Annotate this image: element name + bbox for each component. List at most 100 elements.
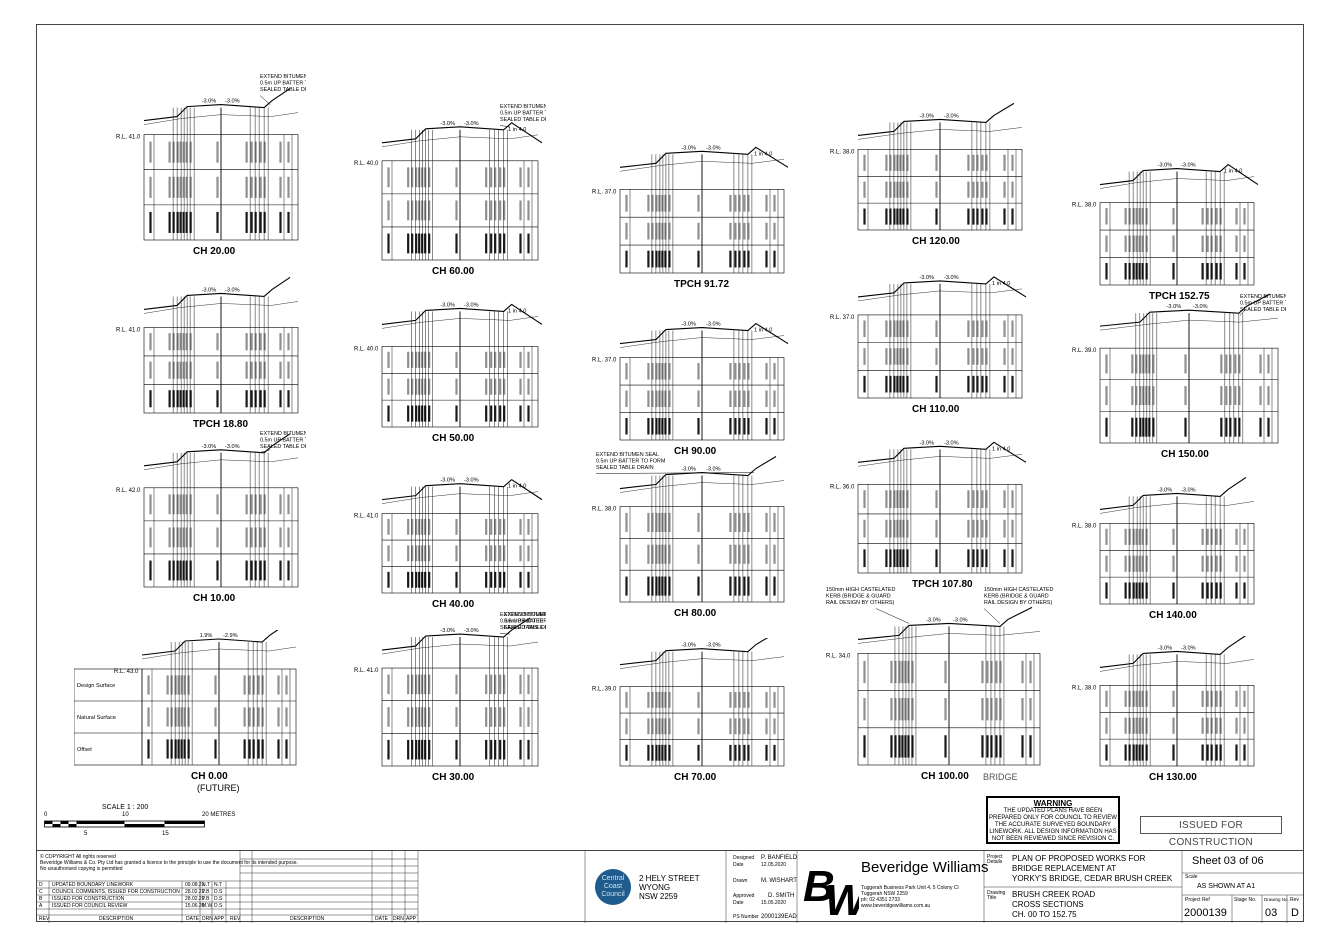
title-block-grid <box>37 851 1304 923</box>
rl-label: R.L. 40.0 <box>354 346 379 352</box>
section-drawing: R.L. 38.0-3.0%-3.0%EXTEND BITUMEN SEAL0.… <box>592 452 785 603</box>
section-title: CH 60.00 <box>432 266 475 277</box>
grade-right: -3.0% <box>225 99 240 105</box>
section-drawing: R.L. 41.0-3.0%-3.0%EXTEND BITUMEN SEAL0.… <box>354 612 574 767</box>
rl-label: R.L. 38.0 <box>1072 203 1097 209</box>
scale-tick-20: 20 METRES <box>202 812 236 818</box>
note-line: EXTEND BITUMEN SEAL <box>260 431 306 437</box>
grade-right: -3.0% <box>464 302 479 308</box>
rev-label: Rev <box>1290 897 1299 903</box>
approved-value: D. SMITH <box>768 893 795 899</box>
sheet-number: Sheet 03 of 06 <box>1192 855 1264 867</box>
council-logo-text: Central Coast Council <box>601 875 625 898</box>
note-line: SEALED TABLE DRAIN <box>260 87 306 93</box>
rl-label: R.L. 38.0 <box>592 507 617 513</box>
grade-left: -3.0% <box>202 99 217 105</box>
grade-right: -3.0% <box>464 121 479 127</box>
section-title: CH 10.00 <box>193 593 236 604</box>
client-address-2: WYONG <box>639 883 671 892</box>
section-drawing: R.L. 36.0-3.0%-3.0%1 in 4.0 <box>830 440 1027 574</box>
drn-header-2: DRN <box>393 916 404 922</box>
drawn-label: Drawn <box>733 878 748 884</box>
svg-text:B: B <box>803 862 835 911</box>
section-title: CH 50.00 <box>432 433 475 444</box>
section-title: CH 150.00 <box>1161 449 1209 460</box>
note-line: KERB (BRIDGE & GUARD <box>826 594 891 600</box>
copyright-line3: No unauthorised copying is permitted <box>40 866 123 872</box>
warning-box: WARNING THE UPDATED PLANS HAVE BEEN PREP… <box>986 796 1120 844</box>
grade-batter: 1 in 4.0 <box>508 484 526 490</box>
scale-tick-10: 10 <box>122 812 129 818</box>
note-line: 0.5m UP BATTER TO FORM <box>500 111 546 117</box>
section-ch70: R.L. 39.0-3.0%-3.0%CH 70.00 <box>592 632 792 788</box>
grade-left: 1.9% <box>200 633 213 639</box>
client-address-3: NSW 2259 <box>639 892 678 901</box>
grade-batter: 1 in 4.0 <box>508 127 526 133</box>
rl-label: R.L. 37.0 <box>592 358 617 364</box>
scale-tick-0: 0 <box>44 812 48 818</box>
note-line: EXTEND BITUMEN SEAL <box>1240 294 1286 300</box>
note-line: 0.5m UP BATTER TO FORM <box>260 81 306 87</box>
scale-tick-5: 5 <box>84 831 88 837</box>
rl-label: R.L. 37.0 <box>830 315 855 321</box>
rl-label: R.L. 41.0 <box>354 514 379 520</box>
revision-desc: COUNCIL COMMENTS, ISSUED FOR CONSTRUCTIO… <box>52 889 180 895</box>
section-title: CH 140.00 <box>1149 610 1197 621</box>
firm-address-2: Tuggerah NSW 2259 <box>861 891 908 897</box>
section-drawing: R.L. 42.0-3.0%-3.0%EXTEND BITUMEN SEAL0.… <box>116 431 330 588</box>
grade-left: -3.0% <box>440 302 455 308</box>
grade-right: -3.0% <box>944 440 959 446</box>
grade-right: -3.0% <box>944 113 959 119</box>
approved-date-label: Date <box>733 900 744 906</box>
row-label: Offset <box>77 747 92 753</box>
grade-left: -3.0% <box>681 145 696 151</box>
designed-date-label: Date <box>733 862 744 868</box>
section-drawing: R.L. 38.0-3.0%-3.0%1 in 4.0 <box>1072 163 1259 286</box>
drawing-line-2: CROSS SECTIONS <box>1012 900 1084 909</box>
grade-left: -3.0% <box>1167 304 1182 310</box>
note-line: 150mm HIGH CASTELATED <box>826 587 896 593</box>
rl-label: R.L. 38.0 <box>1072 523 1097 529</box>
grade-right: -3.0% <box>706 145 721 151</box>
note-line: EXTEND BITUMEN SEAL <box>596 452 659 458</box>
row-label: Natural Surface <box>77 715 116 721</box>
revision-desc: UPDATED BOUNDARY LINEWORK <box>52 882 134 888</box>
revision-rev: D <box>39 882 43 888</box>
section-ch10: R.L. 42.0-3.0%-3.0%EXTEND BITUMEN SEAL0.… <box>116 427 330 609</box>
rl-label: R.L. 36.0 <box>830 484 855 490</box>
desc-header: DESCRIPTION <box>99 916 134 922</box>
project-ref-label: Project Ref <box>1185 897 1210 903</box>
grade-right: -3.0% <box>1181 645 1196 651</box>
section-title: CH 120.00 <box>912 236 960 247</box>
scale-value: AS SHOWN AT A1 <box>1197 883 1256 890</box>
revision-drn: N.T <box>202 882 211 888</box>
row-label: Design Surface <box>77 683 115 689</box>
issued-stamp: ISSUED FOR CONSTRUCTION <box>1140 816 1282 848</box>
section-title: CH 20.00 <box>193 246 236 257</box>
section-subtitle: (FUTURE) <box>197 783 240 793</box>
grade-right: -3.0% <box>464 478 479 484</box>
drn-header: DRN <box>202 916 213 922</box>
app-header: APP <box>214 916 225 922</box>
section-title: TPCH 152.75 <box>1149 291 1210 302</box>
rev-header-2: REV <box>230 916 241 922</box>
note-line: SEALED TABLE DRAIN <box>504 625 546 631</box>
grade-batter: 1 in 4.0 <box>992 281 1010 287</box>
firm-name: Beveridge Williams <box>861 859 989 876</box>
note-line: EXTEND BITUMEN SEAL <box>500 612 546 618</box>
section-drawing: R.L. 37.0-3.0%-3.0%1 in 4.0 <box>830 275 1027 399</box>
note-line: EXTEND BITUMEN SEAL <box>260 74 306 80</box>
rl-label: R.L. 39.0 <box>1072 348 1097 354</box>
note-line: 0.5m UP BATTER TO FORM <box>504 619 546 625</box>
rl-label: R.L. 34.0 <box>826 653 851 659</box>
section-ch150: R.L. 39.0-3.0%-3.0%EXTEND BITUMEN SEAL0.… <box>1072 290 1310 465</box>
approved-label: Approved <box>733 893 755 899</box>
grade-batter: 1 in 4.0 <box>1224 169 1242 175</box>
note-line: SEALED TABLE DRAIN <box>500 625 546 631</box>
grade-batter: 1 in 4.0 <box>754 328 772 334</box>
grade-right: -3.0% <box>944 275 959 281</box>
rl-label: R.L. 42.0 <box>116 488 141 494</box>
